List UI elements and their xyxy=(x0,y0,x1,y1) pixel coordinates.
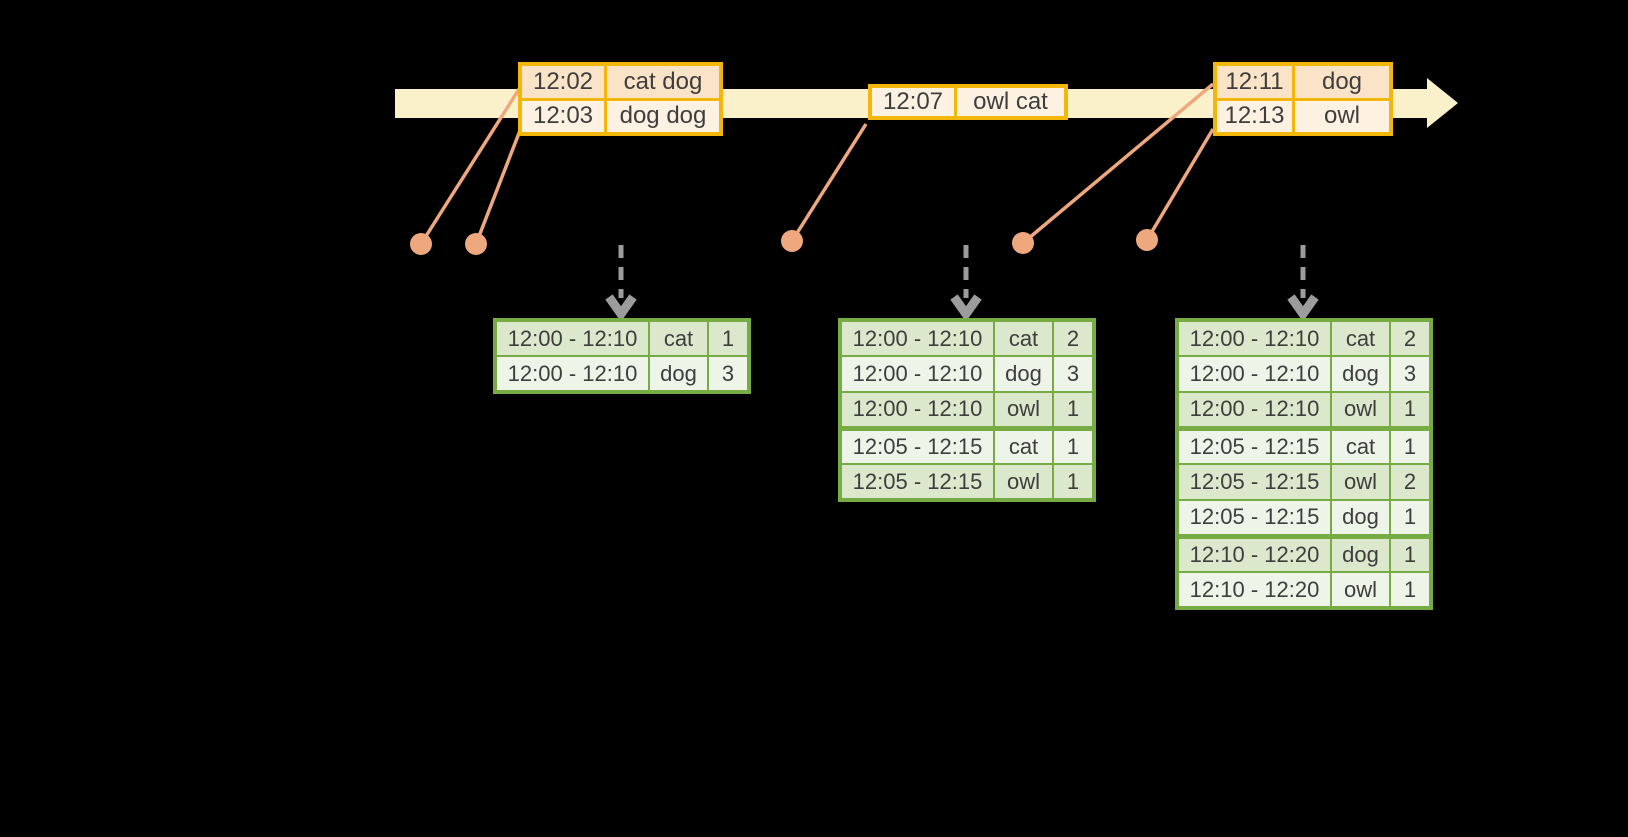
word-cell: dog xyxy=(1330,355,1391,393)
count-cell: 1 xyxy=(1389,499,1432,537)
event-words-cell: owl xyxy=(1292,97,1393,136)
event-words-cell: dog dog xyxy=(604,97,723,136)
result-row: 12:10 - 12:20 dog 1 xyxy=(1176,533,1432,573)
event-row: 12:13 owl xyxy=(1213,97,1393,136)
event-table-1: 12:02 cat dog 12:03 dog dog xyxy=(518,62,723,136)
event-table-2: 12:07 owl cat xyxy=(868,84,1068,120)
count-cell: 2 xyxy=(1052,319,1095,357)
count-cell: 1 xyxy=(1052,463,1095,501)
event-time-cell: 12:07 xyxy=(868,84,957,120)
window-cell: 12:00 - 12:10 xyxy=(839,355,995,393)
event-time-cell: 12:03 xyxy=(518,97,607,136)
word-cell: owl xyxy=(1330,391,1391,429)
word-cell: cat xyxy=(1330,319,1391,357)
event-dot xyxy=(1136,229,1158,251)
word-cell: dog xyxy=(1330,499,1391,537)
event-table-3: 12:11 dog 12:13 owl xyxy=(1213,62,1393,136)
result-row: 12:05 - 12:15 owl 1 xyxy=(839,463,1095,501)
result-table-2: 12:00 - 12:10 cat 2 12:00 - 12:10 dog 3 … xyxy=(838,318,1096,502)
window-cell: 12:05 - 12:15 xyxy=(839,463,995,501)
result-row: 12:05 - 12:15 dog 1 xyxy=(1176,499,1432,537)
word-cell: owl xyxy=(1330,463,1391,501)
result-row: 12:00 - 12:10 cat 2 xyxy=(839,319,1095,357)
window-cell: 12:05 - 12:15 xyxy=(839,425,995,465)
word-cell: cat xyxy=(648,319,709,357)
word-cell: owl xyxy=(993,391,1054,429)
trigger-arrow-head-icon xyxy=(605,294,637,322)
result-table-1: 12:00 - 12:10 cat 1 12:00 - 12:10 dog 3 xyxy=(493,318,751,394)
event-row: 12:02 cat dog xyxy=(518,62,723,101)
result-row: 12:00 - 12:10 cat 1 xyxy=(494,319,750,357)
event-dot xyxy=(781,230,803,252)
result-row: 12:05 - 12:15 cat 1 xyxy=(839,425,1095,465)
event-row: 12:11 dog xyxy=(1213,62,1393,101)
window-cell: 12:10 - 12:20 xyxy=(1176,571,1332,609)
result-row: 12:10 - 12:20 owl 1 xyxy=(1176,571,1432,609)
connector-line xyxy=(1021,82,1215,245)
trigger-arrow-icon xyxy=(605,245,637,322)
result-row: 12:00 - 12:10 cat 2 xyxy=(1176,319,1432,357)
timeline-arrowhead-icon xyxy=(1427,78,1458,128)
word-cell: owl xyxy=(993,463,1054,501)
count-cell: 3 xyxy=(1052,355,1095,393)
result-row: 12:00 - 12:10 dog 3 xyxy=(1176,355,1432,393)
trigger-arrow-icon xyxy=(950,245,982,322)
event-dot xyxy=(465,233,487,255)
word-cell: dog xyxy=(993,355,1054,393)
count-cell: 1 xyxy=(1389,571,1432,609)
count-cell: 2 xyxy=(1389,463,1432,501)
window-cell: 12:00 - 12:10 xyxy=(839,391,995,429)
result-row: 12:05 - 12:15 owl 2 xyxy=(1176,463,1432,501)
word-cell: dog xyxy=(1330,533,1391,573)
trigger-arrow-head-icon xyxy=(1287,294,1319,322)
event-dot xyxy=(410,233,432,255)
connector-line xyxy=(1145,128,1215,241)
result-row: 12:05 - 12:15 cat 1 xyxy=(1176,425,1432,465)
result-row: 12:00 - 12:10 owl 1 xyxy=(1176,391,1432,429)
event-dot xyxy=(1012,232,1034,254)
event-row: 12:07 owl cat xyxy=(868,84,1068,120)
word-cell: dog xyxy=(648,355,709,393)
event-words-cell: dog xyxy=(1292,62,1393,101)
window-cell: 12:05 - 12:15 xyxy=(1176,463,1332,501)
count-cell: 1 xyxy=(1389,425,1432,465)
event-words-cell: cat dog xyxy=(604,62,723,101)
connector-line xyxy=(790,123,868,242)
event-time-cell: 12:13 xyxy=(1213,97,1295,136)
trigger-arrow-icon xyxy=(1287,245,1319,322)
count-cell: 3 xyxy=(707,355,750,393)
count-cell: 1 xyxy=(1389,391,1432,429)
window-cell: 12:00 - 12:10 xyxy=(1176,391,1332,429)
result-row: 12:00 - 12:10 dog 3 xyxy=(839,355,1095,393)
connector-line xyxy=(474,127,523,245)
window-cell: 12:00 - 12:10 xyxy=(1176,319,1332,357)
window-cell: 12:05 - 12:15 xyxy=(1176,499,1332,537)
connector-line xyxy=(419,85,523,245)
event-time-cell: 12:11 xyxy=(1213,62,1295,101)
word-cell: owl xyxy=(1330,571,1391,609)
count-cell: 3 xyxy=(1389,355,1432,393)
event-words-cell: owl cat xyxy=(954,84,1068,120)
count-cell: 1 xyxy=(1052,391,1095,429)
word-cell: cat xyxy=(993,425,1054,465)
result-table-3: 12:00 - 12:10 cat 2 12:00 - 12:10 dog 3 … xyxy=(1175,318,1433,610)
result-row: 12:00 - 12:10 dog 3 xyxy=(494,355,750,393)
window-cell: 12:00 - 12:10 xyxy=(1176,355,1332,393)
count-cell: 1 xyxy=(1052,425,1095,465)
count-cell: 1 xyxy=(707,319,750,357)
count-cell: 2 xyxy=(1389,319,1432,357)
trigger-arrow-head-icon xyxy=(950,294,982,322)
window-cell: 12:00 - 12:10 xyxy=(839,319,995,357)
window-cell: 12:05 - 12:15 xyxy=(1176,425,1332,465)
result-row: 12:00 - 12:10 owl 1 xyxy=(839,391,1095,429)
word-cell: cat xyxy=(1330,425,1391,465)
word-cell: cat xyxy=(993,319,1054,357)
window-cell: 12:00 - 12:10 xyxy=(494,355,650,393)
window-cell: 12:10 - 12:20 xyxy=(1176,533,1332,573)
window-cell: 12:00 - 12:10 xyxy=(494,319,650,357)
event-row: 12:03 dog dog xyxy=(518,97,723,136)
count-cell: 1 xyxy=(1389,533,1432,573)
event-time-cell: 12:02 xyxy=(518,62,607,101)
